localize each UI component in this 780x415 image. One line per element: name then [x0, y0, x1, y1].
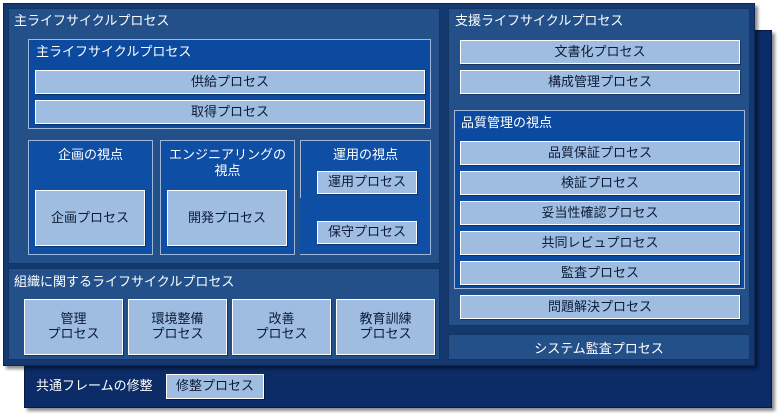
verification-process: 検証プロセス [460, 171, 740, 195]
planning-view-title: 企画の視点 [57, 148, 123, 163]
organizational-lifecycle-title: 組織に関するライフサイクルプロセス [14, 275, 235, 290]
audit-process: 監査プロセス [460, 261, 740, 285]
quality-view [454, 110, 745, 289]
operation-process: 運用プロセス [317, 171, 417, 194]
common-frame-label: 共通フレームの修整 [36, 379, 153, 394]
operation-view-title: 運用の視点 [332, 148, 398, 163]
maintenance-process: 保守プロセス [317, 221, 417, 244]
improvement-process: 改善 プロセス [232, 299, 331, 355]
validation-process: 妥当性確認プロセス [460, 201, 740, 225]
planning-process: 企画プロセス [35, 190, 145, 246]
training-process: 教育訓練 プロセス [336, 299, 435, 355]
quality-assurance-process: 品質保証プロセス [460, 141, 740, 165]
joint-review-process: 共同レビュプロセス [460, 231, 740, 255]
tailoring-process: 修整プロセス [166, 374, 264, 399]
management-process: 管理 プロセス [24, 299, 123, 355]
configuration-management-process: 構成管理プロセス [460, 70, 740, 94]
engineering-view-title: エンジニアリングの 視点 [168, 148, 286, 179]
operation-view-notch [295, 200, 300, 255]
infrastructure-process: 環境整備 プロセス [128, 299, 227, 355]
supply-process: 供給プロセス [35, 70, 425, 94]
system-audit-process: システム監査プロセス [448, 334, 750, 360]
acquisition-process: 取得プロセス [35, 100, 425, 124]
problem-resolution-process: 問題解決プロセス [460, 295, 740, 319]
primary-lifecycle-title: 主ライフサイクルプロセス [14, 14, 170, 29]
primary-lifecycle-inner-title: 主ライフサイクルプロセス [36, 45, 192, 60]
development-process: 開発プロセス [167, 190, 287, 246]
quality-view-title: 品質管理の視点 [461, 116, 553, 131]
documentation-process: 文書化プロセス [460, 40, 740, 64]
supporting-lifecycle-title: 支援ライフサイクルプロセス [455, 14, 624, 29]
